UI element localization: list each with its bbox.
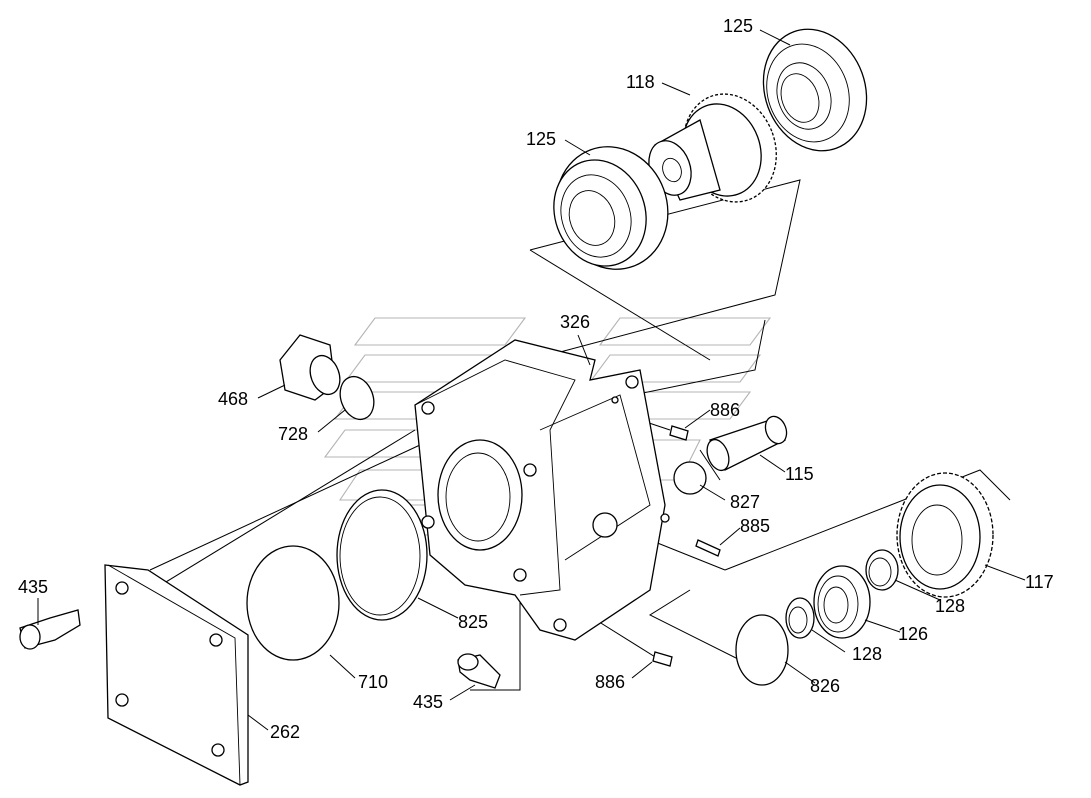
label-125-upper: 125: [723, 16, 753, 36]
label-435-left: 435: [18, 577, 48, 597]
label-728: 728: [278, 424, 308, 444]
bolt-435-bottom: [457, 653, 501, 689]
label-115: 115: [785, 464, 814, 484]
label-885: 885: [740, 516, 770, 536]
o-ring-728: [339, 375, 375, 421]
label-886-lower: 886: [595, 672, 625, 692]
label-826: 826: [810, 676, 840, 696]
pin-885: [695, 539, 721, 557]
part-labels: 125 118 125 326 468 728 886 115 827 885 …: [18, 16, 1054, 742]
label-825: 825: [458, 612, 488, 632]
snap-ring-827: [673, 461, 707, 495]
snap-ring-825: [336, 489, 428, 621]
snap-ring-826: [735, 614, 789, 686]
gear-shaft-118: [648, 93, 777, 203]
leader-lines: [37, 29, 1026, 731]
label-468: 468: [218, 389, 248, 409]
ring-128-right: [865, 549, 899, 591]
gear-117: [896, 472, 994, 598]
label-435-bottom: 435: [413, 692, 443, 712]
label-126: 126: [898, 624, 928, 644]
shaft-115: [706, 415, 788, 472]
pin-886-lower: [652, 651, 673, 667]
ring-128-lower: [785, 597, 815, 639]
label-827: 827: [730, 492, 760, 512]
housing-326: [414, 339, 670, 641]
plug-468: [279, 334, 341, 401]
pin-886-upper: [669, 425, 689, 441]
bearing-125-lower: [553, 146, 669, 270]
label-326: 326: [560, 312, 590, 332]
bearing-126: [813, 565, 871, 639]
label-125-lower: 125: [526, 129, 556, 149]
label-117: 117: [1025, 572, 1054, 592]
label-886-upper: 886: [710, 400, 740, 420]
label-128-right: 128: [935, 596, 965, 616]
o-ring-710: [246, 545, 340, 661]
label-710: 710: [358, 672, 388, 692]
label-128-lower: 128: [852, 644, 882, 664]
bearing-125-upper: [762, 28, 868, 152]
cover-plate-262: [104, 564, 249, 786]
label-262: 262: [270, 722, 300, 742]
bolt-435-left: [19, 609, 81, 650]
label-118: 118: [626, 72, 655, 92]
